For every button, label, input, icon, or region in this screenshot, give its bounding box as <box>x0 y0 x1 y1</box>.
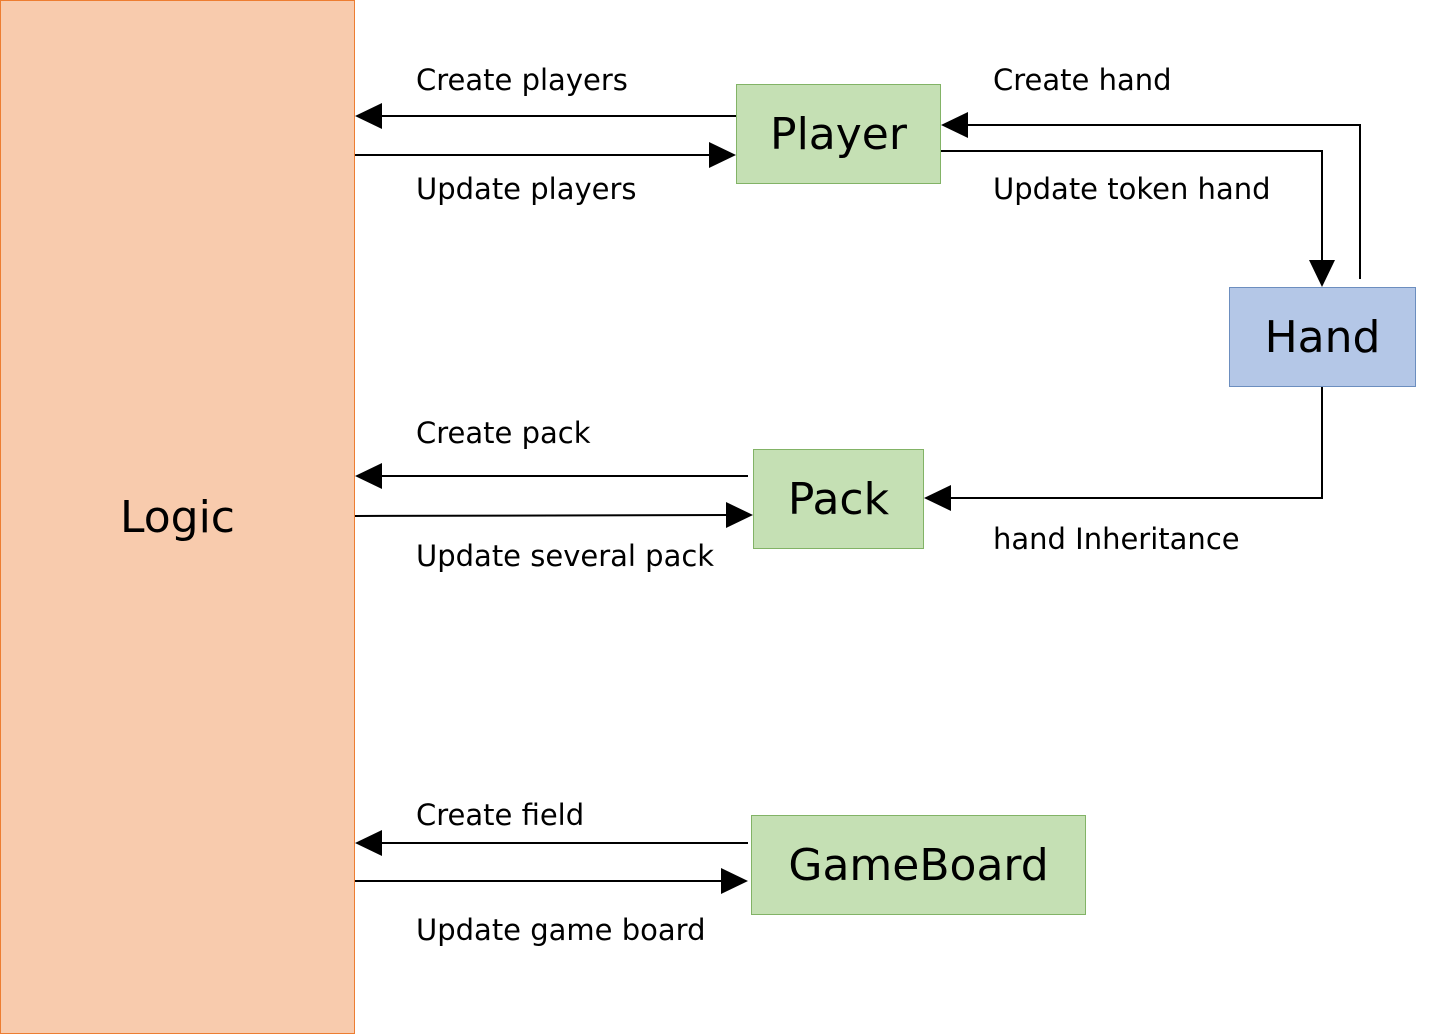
player-node-label: Player <box>770 108 907 160</box>
edge-label-create-pack: Create pack <box>416 416 591 450</box>
edge-label-hand-inheritance: hand Inheritance <box>993 522 1240 556</box>
edge-label-create-hand: Create hand <box>993 63 1172 97</box>
hand-node: Hand <box>1229 287 1416 387</box>
hand-node-label: Hand <box>1264 311 1381 363</box>
edge-label-create-field: Create field <box>416 798 585 832</box>
arrow-update-game-board <box>355 868 748 894</box>
arrow-create-hand <box>941 112 1361 279</box>
gameboard-node: GameBoard <box>751 815 1086 915</box>
logic-node: Logic <box>0 0 355 1034</box>
arrow-create-field <box>355 830 748 856</box>
arrow-create-pack <box>355 463 748 489</box>
logic-node-label: Logic <box>119 491 235 543</box>
pack-node: Pack <box>753 449 924 549</box>
arrow-update-several-pack <box>354 502 753 528</box>
edge-label-update-players: Update players <box>416 172 637 206</box>
arrow-update-token-hand <box>941 150 1335 287</box>
pack-node-label: Pack <box>787 473 890 525</box>
player-node: Player <box>736 84 941 184</box>
edge-label-update-game-board: Update game board <box>416 913 706 947</box>
arrow-update-players <box>355 142 736 168</box>
edge-label-create-players: Create players <box>416 63 628 97</box>
edge-label-update-several-pack: Update several pack <box>416 539 715 573</box>
arrow-create-players <box>355 103 736 129</box>
gameboard-node-label: GameBoard <box>788 839 1049 891</box>
edge-label-update-token-hand: Update token hand <box>993 172 1271 206</box>
arrow-hand-inheritance <box>924 387 1323 511</box>
